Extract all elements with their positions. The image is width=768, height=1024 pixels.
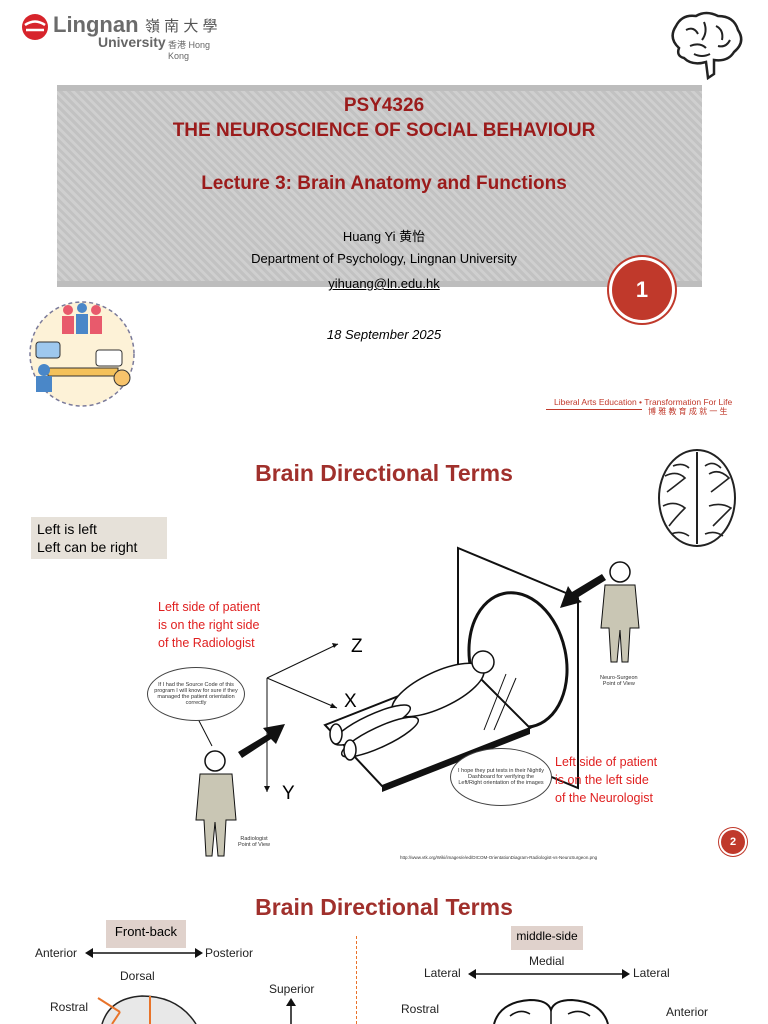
rostral-right-label: Rostral bbox=[401, 1002, 440, 1016]
radiologist-note-line-2: is on the right side bbox=[158, 618, 260, 632]
date: 18 September 2025 bbox=[326, 327, 442, 342]
left-is-left-note: Left is left Left can be right bbox=[31, 517, 167, 559]
slide-2: Brain Directional Terms Left is left Lef… bbox=[0, 430, 768, 875]
middle-side-label: middle-side bbox=[511, 926, 583, 950]
brain-side-view-icon bbox=[97, 995, 197, 1024]
section-divider bbox=[356, 936, 357, 1024]
surgeon-label: Neuro-Surgeon Point of View bbox=[600, 675, 638, 687]
logo-hk: 香港 Hong Kong bbox=[168, 40, 211, 61]
email-link[interactable]: yihuang@ln.edu.hk bbox=[328, 276, 440, 291]
slide-1: Lingnan 嶺 南 大 學 University 香港 Hong Kong … bbox=[0, 0, 768, 425]
slide-number-badge-2: 2 bbox=[721, 830, 745, 854]
lateral-right-label: Lateral bbox=[633, 966, 670, 980]
surgeon-label-line-2: Point of View bbox=[602, 681, 635, 687]
slide-number-badge: 1 bbox=[612, 260, 672, 320]
lecture-title: Lecture 3: Brain Anatomy and Functions bbox=[201, 173, 567, 194]
department: Department of Psychology, Lingnan Univer… bbox=[251, 251, 517, 266]
surgeon-label-line-1: Neuro-Surgeon bbox=[600, 675, 638, 681]
brain-top-view-icon bbox=[658, 449, 736, 547]
axis-z-label: Z bbox=[351, 636, 363, 657]
course-code: PSY4326 bbox=[343, 95, 425, 116]
medial-label: Medial bbox=[529, 954, 565, 968]
lateral-left-label: Lateral bbox=[424, 966, 461, 980]
slide-3: Brain Directional Terms Front-back Anter… bbox=[0, 880, 768, 1024]
neurologist-note-line-1: Left side of patient bbox=[555, 755, 658, 769]
radiologist-thought-bubble: If I had the Source Code of this program… bbox=[147, 667, 245, 721]
anterior-posterior-arrow-icon bbox=[85, 948, 203, 958]
brain-top-view-icon-2 bbox=[493, 998, 609, 1024]
anterior-right-label: Anterior bbox=[666, 1005, 709, 1019]
radiologist-note: Left side of patient is on the right sid… bbox=[158, 598, 260, 652]
title-band bbox=[57, 85, 702, 287]
course-title: THE NEUROSCIENCE OF SOCIAL BEHAVIOUR bbox=[172, 120, 596, 141]
tagline-en: Liberal Arts Education • Transformation … bbox=[554, 397, 733, 407]
lateral-arrow-icon bbox=[468, 969, 630, 979]
note-line-1: Left is left bbox=[37, 521, 97, 537]
rostral-label: Rostral bbox=[50, 1000, 89, 1014]
neurologist-note-line-2: is on the left side bbox=[555, 773, 649, 787]
superior-label: Superior bbox=[269, 982, 315, 996]
logo-name: Lingnan bbox=[53, 12, 139, 37]
slide-3-title: Brain Directional Terms bbox=[255, 894, 513, 920]
radiologist-label-line-2: Point of View bbox=[238, 842, 271, 848]
dorsal-label: Dorsal bbox=[120, 969, 155, 983]
meeting-illustration-icon bbox=[29, 301, 135, 407]
logo-university: University bbox=[98, 34, 166, 50]
lingnan-emblem-icon bbox=[22, 14, 48, 40]
logo-cn: 嶺 南 大 學 bbox=[145, 18, 218, 35]
tagline-line bbox=[546, 409, 642, 410]
orientation-diagram bbox=[195, 546, 640, 857]
source-url: http://www.vtk.org/Wiki/images/e/ed/DICO… bbox=[400, 855, 598, 860]
note-line-2: Left can be right bbox=[37, 539, 138, 555]
front-back-label: Front-back bbox=[106, 920, 186, 948]
lingnan-logo: Lingnan 嶺 南 大 學 University 香港 Hong Kong bbox=[20, 12, 230, 61]
radiologist-label: Radiologist Point of View bbox=[238, 836, 270, 848]
slide-2-title: Brain Directional Terms bbox=[255, 460, 513, 486]
author: Huang Yi 黄怡 bbox=[342, 229, 426, 244]
posterior-label: Posterior bbox=[205, 946, 254, 960]
anterior-label: Anterior bbox=[35, 946, 78, 960]
radiologist-note-line-3: of the Radiologist bbox=[158, 636, 255, 650]
axis-x-label: X bbox=[344, 691, 357, 712]
neurologist-note-line-3: of the Neurologist bbox=[555, 791, 653, 805]
radiologist-label-line-1: Radiologist bbox=[240, 836, 268, 842]
neurologist-thought-bubble: I hope they put tests in their Nightly D… bbox=[450, 748, 552, 806]
tagline-cn: 博 雅 教 育 成 就 一 生 bbox=[648, 407, 728, 416]
axis-y-label: Y bbox=[282, 783, 295, 804]
brain-icon bbox=[671, 11, 743, 80]
radiologist-note-line-1: Left side of patient bbox=[158, 600, 261, 614]
superior-arrow-icon bbox=[286, 998, 296, 1024]
neurologist-note: Left side of patient is on the left side… bbox=[555, 753, 657, 807]
